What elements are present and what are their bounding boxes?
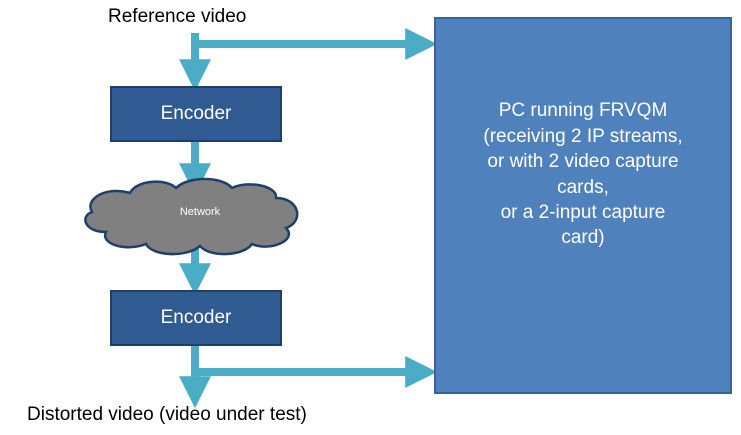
pc-line: or with 2 video capture (487, 151, 679, 173)
network-cloud (84, 177, 299, 256)
pc-line: (receiving 2 IP streams, (483, 125, 683, 147)
encoder-bottom-label: Encoder (160, 307, 232, 328)
pc-line: PC running FRVQM (498, 100, 668, 122)
pc-frvqm-block: PC running FRVQM (receiving 2 IP streams… (434, 17, 732, 394)
distorted-video-label: Distorted video (video under test) (27, 404, 307, 425)
reference-video-label: Reference video (108, 6, 247, 27)
encoder-top-label: Encoder (160, 103, 232, 124)
encoder-bottom-block: Encoder (110, 290, 282, 346)
network-label: Network (179, 206, 221, 218)
pc-line: or a 2-input capture (500, 201, 666, 223)
pc-description: PC running FRVQM (receiving 2 IP streams… (483, 98, 682, 251)
encoder-top-block: Encoder (110, 86, 282, 142)
pc-line: cards, (557, 176, 609, 198)
pc-line: card) (561, 227, 605, 249)
